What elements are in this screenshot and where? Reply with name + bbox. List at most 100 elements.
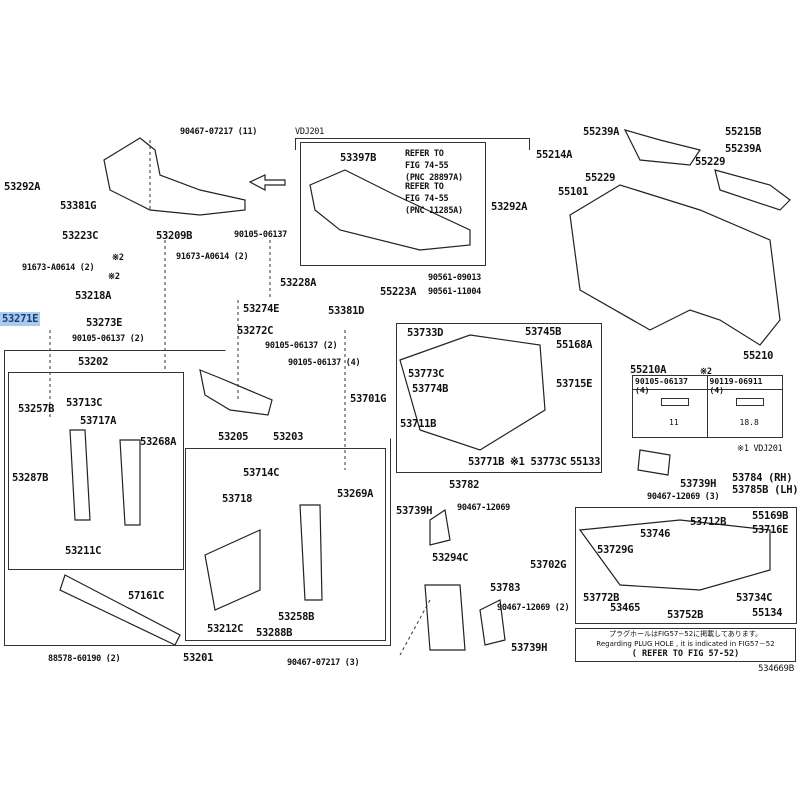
part-label[interactable]: 90467-12069 (3) bbox=[647, 492, 720, 502]
part-label[interactable]: 53228A bbox=[280, 277, 317, 289]
refer-note-line: (PNC 28897A) bbox=[405, 173, 463, 183]
refer-note-fig-link[interactable]: FIG 74-55 bbox=[405, 161, 449, 171]
part-label[interactable]: 53203 bbox=[273, 431, 304, 443]
part-label[interactable]: 53223C bbox=[62, 230, 99, 242]
part-label[interactable]: 53288B bbox=[256, 627, 293, 639]
part-label[interactable]: 53257B bbox=[18, 403, 55, 415]
side-member-part bbox=[59, 574, 181, 646]
part-label[interactable]: 55168A bbox=[556, 339, 593, 351]
part-label[interactable]: 55229 bbox=[695, 156, 726, 168]
part-label[interactable]: 53201 bbox=[183, 652, 214, 664]
part-label[interactable]: 90105-06137 (2) bbox=[265, 341, 338, 351]
part-label[interactable]: 53713C bbox=[66, 397, 103, 409]
part-label[interactable]: 53739H bbox=[680, 478, 717, 490]
part-label[interactable]: 53269A bbox=[337, 488, 374, 500]
part-label[interactable]: 90105-06137 (4) bbox=[288, 358, 361, 368]
part-label[interactable]: 90467-07217 (3) bbox=[287, 658, 360, 668]
part-label[interactable]: 90561-11004 bbox=[428, 287, 481, 297]
part-label[interactable]: 53717A bbox=[80, 415, 117, 427]
part-label[interactable]: 88578-60190 (2) bbox=[48, 654, 121, 664]
note-japanese: プラグホールはFIG57−52に掲載してあります。 bbox=[608, 630, 763, 638]
part-label[interactable]: 53718 bbox=[222, 493, 253, 505]
part-label[interactable]: 53292A bbox=[491, 201, 528, 213]
note-refer-link[interactable]: ( REFER TO FIG 57-52) bbox=[631, 649, 740, 659]
group-53202-box bbox=[8, 372, 184, 570]
part-label[interactable]: 53716E bbox=[752, 524, 789, 536]
part-label[interactable]: 57161C bbox=[128, 590, 165, 602]
part-label[interactable]: 53772B bbox=[583, 592, 620, 604]
part-label[interactable]: 55214A bbox=[536, 149, 573, 161]
part-label[interactable]: 53294C bbox=[432, 552, 469, 564]
part-label[interactable]: 53702G bbox=[530, 559, 567, 571]
part-label[interactable]: 53397B bbox=[340, 152, 377, 164]
part-label[interactable]: 53714C bbox=[243, 467, 280, 479]
radiator-support-upper-part bbox=[199, 369, 273, 416]
part-label[interactable]: 53211C bbox=[65, 545, 102, 557]
part-label[interactable]: 53381D bbox=[328, 305, 365, 317]
part-label[interactable]: 53752B bbox=[667, 609, 704, 621]
part-label[interactable]: 53381G bbox=[60, 200, 97, 212]
part-label[interactable]: 53739H bbox=[396, 505, 433, 517]
part-label[interactable]: 53212C bbox=[207, 623, 244, 635]
part-label[interactable]: 53733D bbox=[407, 327, 444, 339]
part-label[interactable]: 53734C bbox=[736, 592, 773, 604]
diagram-id: 534669B bbox=[758, 664, 795, 674]
part-label[interactable]: 53209B bbox=[156, 230, 193, 242]
part-label[interactable]: 55101 bbox=[558, 186, 589, 198]
part-label[interactable]: 53205 bbox=[218, 431, 249, 443]
part-label[interactable]: 53202 bbox=[78, 356, 109, 368]
part-label[interactable]: 53782 bbox=[449, 479, 480, 491]
part-label[interactable]: 53287B bbox=[12, 472, 49, 484]
apron-part bbox=[399, 334, 546, 451]
part-label[interactable]: 90105-06137 (2) bbox=[72, 334, 145, 344]
part-label[interactable]: 90467-12069 (2) bbox=[497, 603, 570, 613]
part-label[interactable]: 53774B bbox=[412, 383, 449, 395]
part-label[interactable]: 53465 bbox=[610, 602, 641, 614]
part-label[interactable]: 55134 bbox=[752, 607, 783, 619]
part-label[interactable]: 53273E bbox=[86, 317, 123, 329]
part-label[interactable]: 55239A bbox=[583, 126, 620, 138]
part-label[interactable]: 53701G bbox=[350, 393, 387, 405]
part-label[interactable]: 55210A bbox=[630, 364, 667, 376]
radiator-support-right-part bbox=[204, 504, 323, 611]
part-label[interactable]: 53739H bbox=[511, 642, 548, 654]
part-label[interactable]: 90467-07217 (11) bbox=[180, 127, 258, 137]
part-label[interactable]: 53274E bbox=[243, 303, 280, 315]
part-label[interactable]: 53712B bbox=[690, 516, 727, 528]
part-label[interactable]: ※1 53773C bbox=[510, 456, 567, 468]
part-label[interactable]: 53773C bbox=[408, 368, 445, 380]
part-label[interactable]: 91673-A0614 (2) bbox=[176, 252, 249, 262]
part-label[interactable]: 53268A bbox=[140, 436, 177, 448]
part-label[interactable]: 55133 bbox=[570, 456, 601, 468]
bolt-icon bbox=[661, 398, 689, 406]
part-label[interactable]: 53272C bbox=[237, 325, 274, 337]
part-label[interactable]: 53746 bbox=[640, 528, 671, 540]
refer-note-2: REFER TO FIG 74-55 (PNC 11285A) bbox=[405, 181, 463, 217]
part-label[interactable]: 53784 (RH) bbox=[732, 472, 793, 484]
part-label[interactable]: 91673-A0614 (2) bbox=[22, 263, 95, 273]
dash-panel-part bbox=[569, 184, 781, 346]
part-label[interactable]: 53715E bbox=[556, 378, 593, 390]
part-label[interactable]: 53258B bbox=[278, 611, 315, 623]
part-label-highlighted[interactable]: 53271E bbox=[0, 312, 41, 326]
part-label[interactable]: 53218A bbox=[75, 290, 112, 302]
part-label[interactable]: 55239A bbox=[725, 143, 762, 155]
part-label[interactable]: 90467-12069 bbox=[457, 503, 510, 513]
part-label[interactable]: 53745B bbox=[525, 326, 562, 338]
part-label[interactable]: 53711B bbox=[400, 418, 437, 430]
part-label[interactable]: 55169B bbox=[752, 510, 789, 522]
part-label[interactable]: 53785B (LH) bbox=[732, 484, 799, 496]
refer-note-fig-link[interactable]: FIG 74-55 bbox=[405, 194, 449, 204]
part-label[interactable]: 90561-09013 bbox=[428, 273, 481, 283]
part-label[interactable]: 53771B bbox=[468, 456, 505, 468]
part-label[interactable]: 55210 bbox=[743, 350, 774, 362]
part-label[interactable]: 53729G bbox=[597, 544, 634, 556]
part-label[interactable]: 53292A bbox=[4, 181, 41, 193]
part-label[interactable]: 55229 bbox=[585, 172, 616, 184]
part-label[interactable]: 55223A bbox=[380, 286, 417, 298]
bolt-table-header: 90119-06911 (4) bbox=[707, 376, 782, 395]
part-label[interactable]: 53783 bbox=[490, 582, 521, 594]
part-label[interactable]: 90105-06137 bbox=[234, 230, 287, 240]
part-label[interactable]: 55215B bbox=[725, 126, 762, 138]
